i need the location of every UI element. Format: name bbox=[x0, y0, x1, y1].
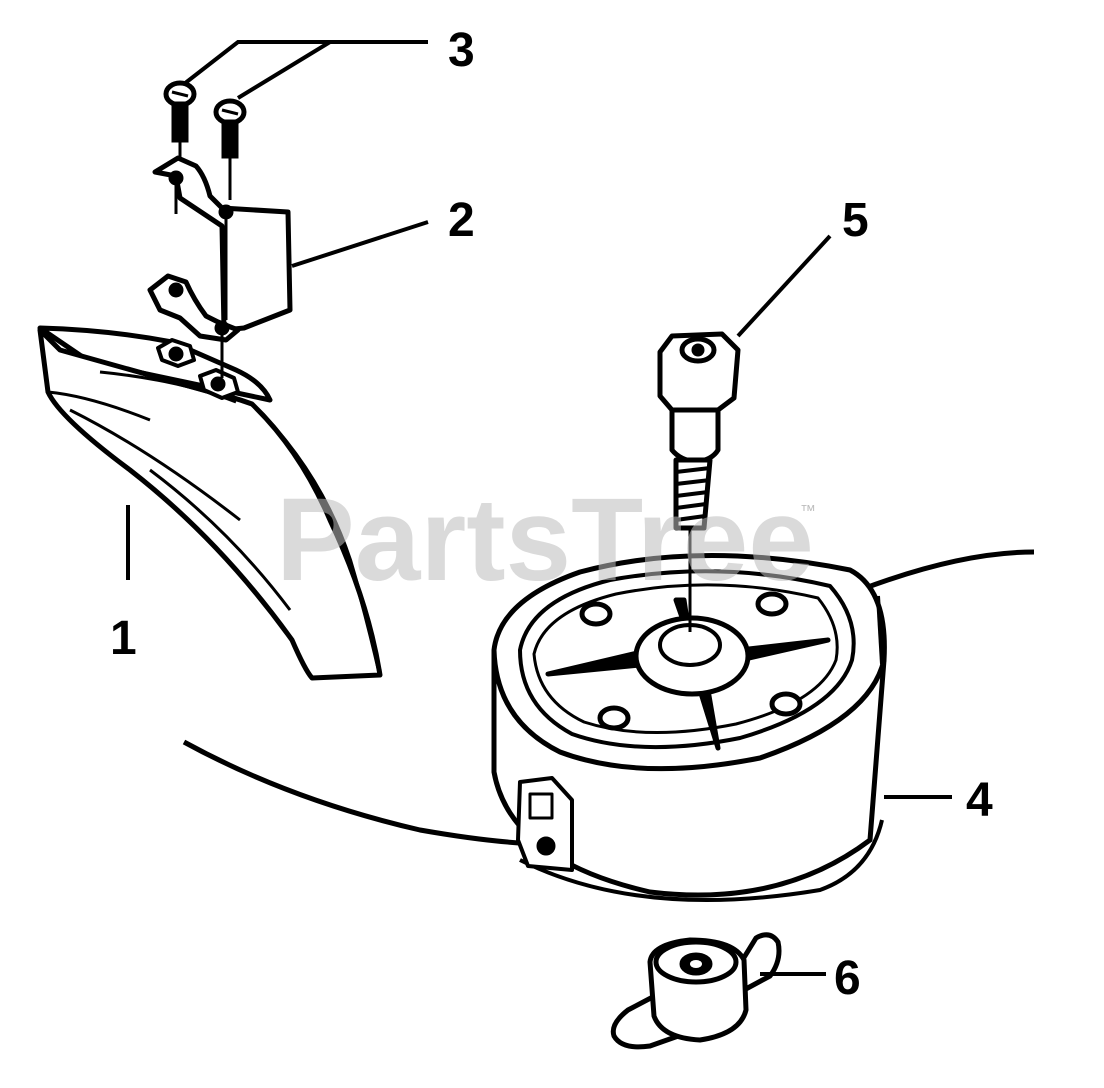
watermark-trademark: ™ bbox=[800, 503, 816, 520]
part-5-bolt bbox=[657, 331, 741, 632]
leader-line-5 bbox=[736, 234, 832, 338]
leader-line-3 bbox=[182, 40, 428, 100]
callout-5: 5 bbox=[842, 194, 869, 247]
part-4-spool-head bbox=[182, 549, 1035, 902]
part-6-wing-nut bbox=[610, 932, 782, 1050]
part-2-bracket bbox=[147, 155, 293, 378]
callout-2: 2 bbox=[448, 194, 475, 247]
callout-4: 4 bbox=[966, 774, 993, 827]
callout-6: 6 bbox=[834, 952, 861, 1005]
watermark: PartsTree bbox=[276, 474, 814, 606]
part-3-screws bbox=[163, 80, 247, 200]
callout-1: 1 bbox=[110, 612, 137, 665]
part-1-guard bbox=[37, 325, 383, 681]
callout-3: 3 bbox=[448, 24, 475, 77]
leader-line-2 bbox=[291, 220, 429, 268]
